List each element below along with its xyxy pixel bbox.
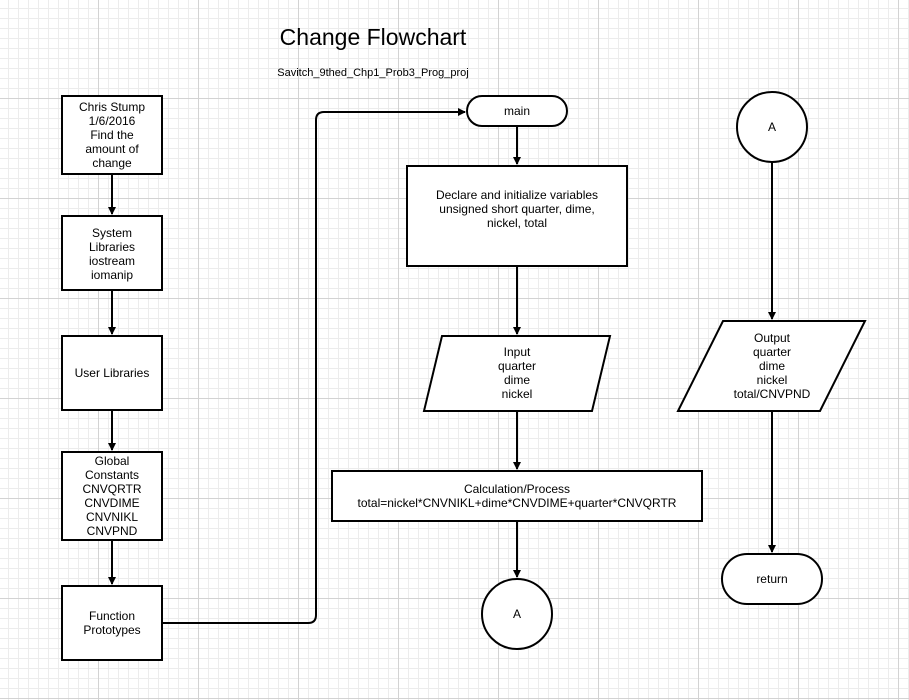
main-label: main bbox=[503, 104, 530, 118]
header-block-label: Chris Stump 1/6/2016 Find the amount of … bbox=[78, 100, 146, 170]
connector-a-top-label: A bbox=[767, 120, 776, 134]
input-label: Input quarter dime nickel bbox=[497, 345, 537, 401]
system-libraries-label: System Libraries iostream iomanip bbox=[88, 226, 136, 282]
output-shape[interactable] bbox=[676, 320, 867, 412]
declare-variables-label: Declare and initialize variables unsigne… bbox=[435, 188, 599, 230]
connector-a-bottom-label: A bbox=[512, 607, 521, 621]
declare-variables-shape[interactable] bbox=[406, 165, 628, 267]
function-prototypes-shape[interactable] bbox=[61, 585, 163, 661]
function-prototypes-label: Function Prototypes bbox=[83, 609, 141, 637]
global-constants-shape[interactable] bbox=[61, 451, 163, 541]
connector-a-bottom-shape[interactable] bbox=[481, 578, 553, 650]
calculation-label: Calculation/Process total=nickel*CNVNIKL… bbox=[357, 482, 677, 510]
edge-prototypes-to-main bbox=[162, 108, 466, 624]
input-shape[interactable] bbox=[422, 335, 612, 412]
diagram-subtitle: Savitch_9thed_Chp1_Prob3_Prog_proj bbox=[277, 67, 469, 79]
return-label: return bbox=[756, 572, 788, 586]
diagram-title: Change Flowchart bbox=[279, 24, 467, 50]
global-constants-label: Global Constants CNVQRTR CNVDIME CNVNIKL… bbox=[82, 454, 142, 538]
user-libraries-label: User Libraries bbox=[74, 366, 150, 380]
output-label: Output quarter dime nickel total/CNVPND bbox=[733, 331, 811, 401]
return-terminator-shape[interactable] bbox=[721, 553, 823, 605]
header-block-shape[interactable] bbox=[61, 95, 163, 175]
system-libraries-shape[interactable] bbox=[61, 215, 163, 291]
